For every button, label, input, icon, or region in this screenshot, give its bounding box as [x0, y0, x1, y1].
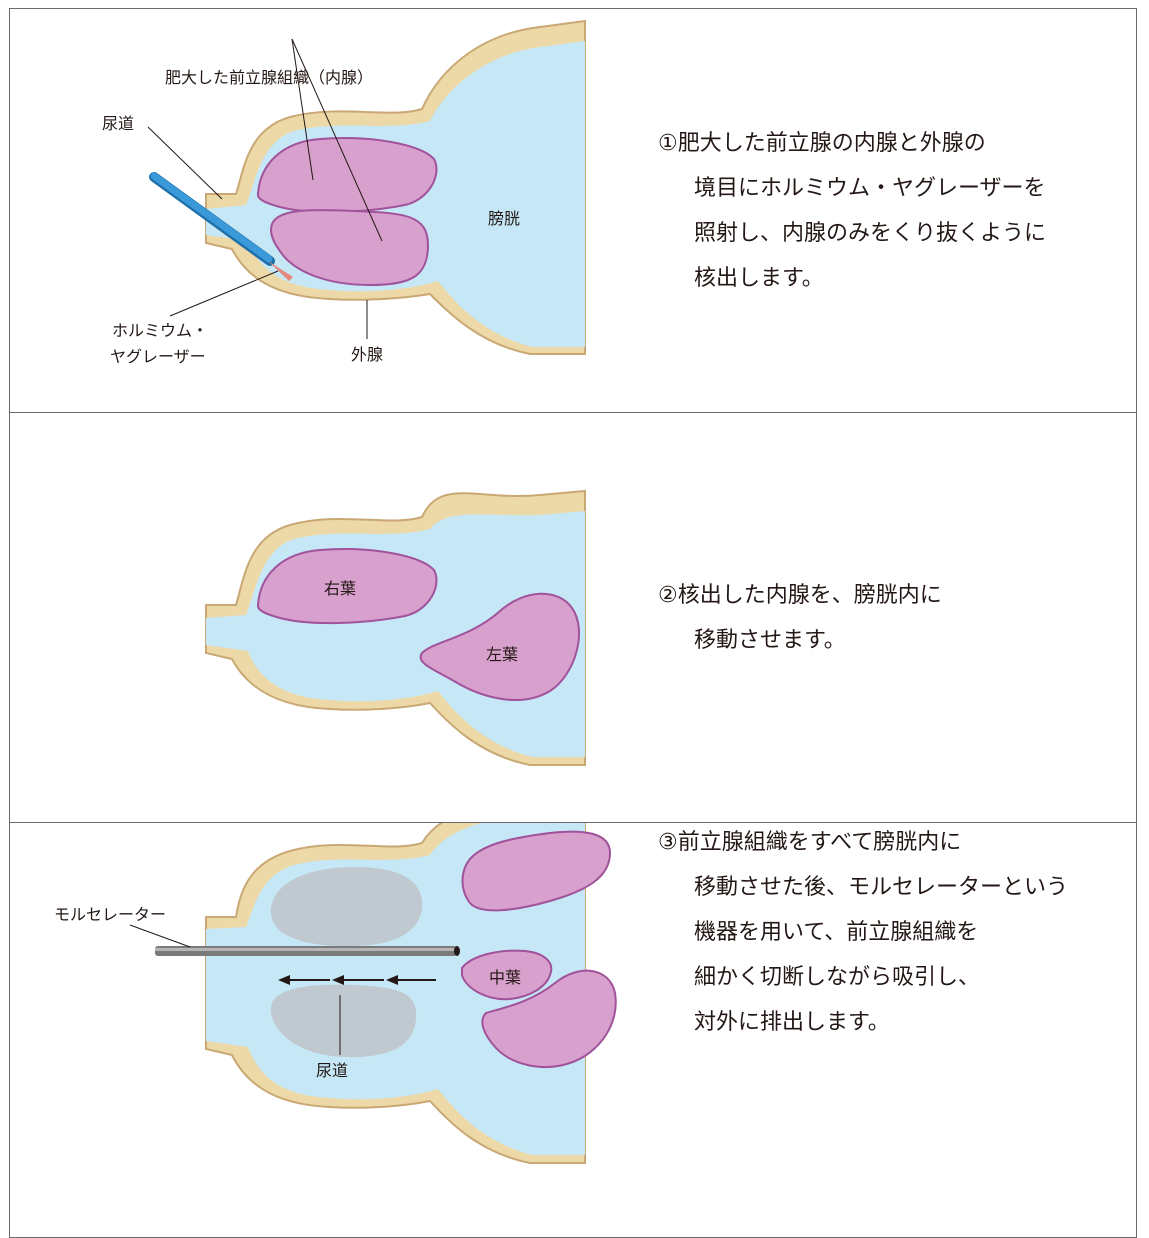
step-2-description: ②核出した内腺を、膀胱内に 移動させます。 — [658, 573, 942, 663]
laser-label-line-1: ホルミウム・ — [112, 321, 208, 340]
description-line: 対外に排出します。 — [658, 1000, 1068, 1045]
step-2-panel: 右葉 左葉 ②核出した内腺を、膀胱内に 移動させます。 — [10, 413, 1136, 822]
step-1-description: ①肥大した前立腺の内腺と外腺の 境目にホルミウム・ヤグレーザーを 照射し、内腺の… — [658, 121, 1046, 301]
description-line: 照射し、内腺のみをくり抜くように — [658, 211, 1046, 256]
description-line: ③前立腺組織をすべて膀胱内に — [658, 820, 1068, 865]
step-3-description: ③前立腺組織をすべて膀胱内に 移動させた後、モルセレーターという 機器を用いて、… — [658, 820, 1068, 1045]
description-line: 細かく切断しながら吸引し、 — [658, 955, 1068, 1000]
outer-gland-label: 外腺 — [351, 345, 383, 364]
description-line: 機器を用いて、前立腺組織を — [658, 910, 1068, 955]
urethra-label: 尿道 — [102, 114, 134, 133]
description-line: 移動させた後、モルセレーターという — [658, 865, 1068, 910]
prostate-bladder-anatomy — [206, 491, 585, 765]
inner-gland-upper — [258, 138, 437, 212]
prostate-bladder-anatomy — [206, 823, 616, 1163]
right-lobe-label: 右葉 — [324, 579, 356, 598]
step-1-panel: 肥大した前立腺組織（内腺） 尿道 膀胱 ホルミウム・ ヤグレーザー 外腺 ①肥大… — [10, 9, 1136, 412]
urethra-label: 尿道 — [316, 1061, 348, 1080]
description-line: ②核出した内腺を、膀胱内に — [658, 573, 942, 618]
hypertrophied-tissue-label: 肥大した前立腺組織（内腺） — [165, 68, 373, 87]
morcellator-device — [155, 946, 460, 956]
description-line: 核出します。 — [658, 256, 1046, 301]
step-2-illustration: 右葉 左葉 — [10, 413, 1136, 822]
description-line: 境目にホルミウム・ヤグレーザーを — [658, 166, 1046, 211]
description-line: 移動させます。 — [658, 618, 942, 663]
morcellator-label: モルセレーター — [54, 905, 166, 924]
step-3-panel: モルセレーター 中葉 尿道 ③前立腺組織をすべて膀胱内に 移動させた後、モルセレ… — [10, 823, 1136, 1225]
bladder-label: 膀胱 — [488, 209, 520, 228]
left-lobe-label: 左葉 — [486, 645, 518, 664]
description-line: ①肥大した前立腺の内腺と外腺の — [658, 121, 1046, 166]
laser-label-line-2: ヤグレーザー — [110, 347, 206, 366]
middle-lobe-label: 中葉 — [489, 968, 521, 987]
